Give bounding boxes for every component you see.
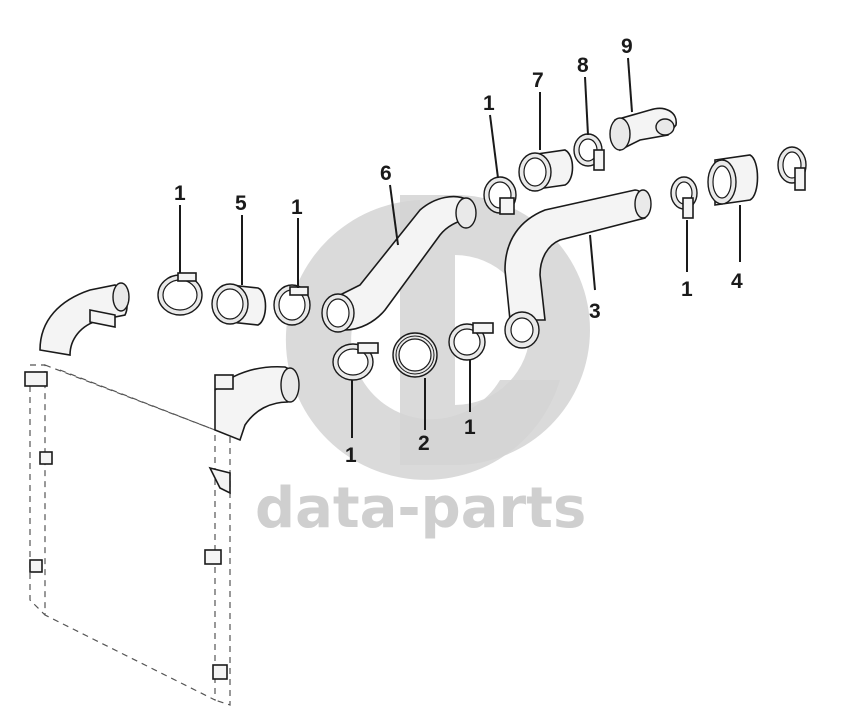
hose-coupler-part-4 xyxy=(707,154,759,206)
callout-4: 4 xyxy=(731,270,743,293)
clamp-part-1-e xyxy=(777,146,807,191)
intercooler-pipe-left xyxy=(24,282,130,573)
callout-1-e: 1 xyxy=(345,444,357,467)
callout-1-d: 1 xyxy=(681,278,693,301)
charge-air-pipe-part-6 xyxy=(321,195,477,333)
callout-8: 8 xyxy=(577,54,589,77)
clamp-part-1-c xyxy=(483,176,517,215)
clamp-part-1-a xyxy=(157,272,203,316)
callout-3: 3 xyxy=(589,300,601,323)
callout-2: 2 xyxy=(418,432,430,455)
watermark-text: data-parts xyxy=(255,476,586,541)
callout-5: 5 xyxy=(235,192,247,215)
leader-lines xyxy=(179,57,741,438)
intercooler-pipe-right xyxy=(204,365,300,680)
callout-6: 6 xyxy=(380,162,392,185)
callout-1-a: 1 xyxy=(174,182,186,205)
callout-1-b: 1 xyxy=(291,196,303,219)
charge-air-pipe-part-3 xyxy=(504,189,652,349)
callout-1-c: 1 xyxy=(483,92,495,115)
callout-9: 9 xyxy=(621,35,633,58)
hose-coupler-part-2 xyxy=(392,332,438,378)
hose-coupler-part-7 xyxy=(518,149,574,192)
callout-7: 7 xyxy=(532,69,544,92)
clamp-part-1-d xyxy=(670,176,698,219)
clamp-part-8 xyxy=(573,133,605,171)
elbow-fitting-part-9 xyxy=(609,107,677,152)
callout-labels: 1 5 1 6 1 7 8 9 1 4 3 1 2 1 xyxy=(174,35,743,467)
clamp-part-1-f xyxy=(332,342,379,381)
callout-1-f: 1 xyxy=(464,416,476,439)
clamp-part-1-b xyxy=(273,284,311,326)
clamp-part-1-g xyxy=(448,322,494,361)
intercooler-core xyxy=(29,364,231,706)
hose-coupler-part-5 xyxy=(211,283,267,326)
